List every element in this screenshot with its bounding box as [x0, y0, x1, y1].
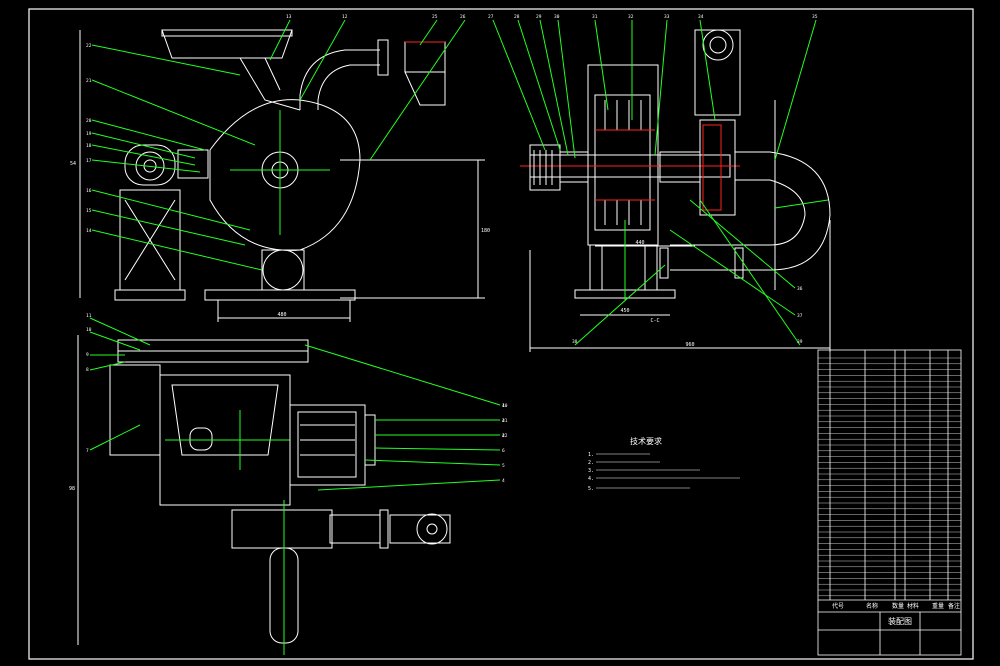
balloon-plan: 10	[86, 327, 92, 333]
balloon-top: 29	[536, 14, 542, 20]
balloon-top: 39	[797, 339, 803, 345]
balloon-plan: 7	[86, 448, 89, 454]
side-section-view	[492, 19, 831, 352]
balloon-top: 34	[698, 14, 704, 20]
svg-text:440: 440	[635, 240, 644, 246]
balloon-top: 28	[514, 14, 520, 20]
balloon-plan: 9	[86, 352, 89, 358]
svg-text:名称: 名称	[866, 602, 878, 610]
note-line: 3.	[588, 468, 594, 474]
svg-text:180: 180	[481, 228, 490, 234]
balloon-top: 38	[572, 339, 578, 345]
balloon-left: 18	[86, 143, 92, 149]
svg-text:C-C: C-C	[650, 318, 659, 324]
technical-notes: 技术要求 1. 2. 3. 4. 5.	[588, 436, 740, 492]
svg-text:98: 98	[69, 486, 75, 492]
balloon-plan: 2	[502, 433, 505, 439]
balloon-top: 35	[812, 14, 818, 20]
balloon-right: 41	[502, 418, 508, 424]
svg-text:备注: 备注	[948, 602, 960, 610]
balloon-left: 17	[86, 158, 92, 164]
balloon-left: 20	[86, 118, 92, 124]
balloon-plan: 4	[502, 478, 505, 484]
svg-text:960: 960	[685, 342, 694, 348]
balloon-left: 16	[86, 188, 92, 194]
drawing-title: 装配图	[888, 616, 912, 626]
svg-text:450: 450	[620, 308, 629, 314]
balloon-left: 21	[86, 78, 92, 84]
balloon-right: 42	[502, 433, 508, 439]
balloon-right: 40	[502, 403, 508, 409]
notes-title: 技术要求	[630, 436, 662, 446]
svg-text:重量: 重量	[932, 602, 944, 610]
balloon-top: 26	[460, 14, 466, 20]
balloon-plan: 5	[502, 463, 505, 469]
balloon-plan: 3	[502, 418, 505, 424]
balloon-plan: 1	[502, 403, 505, 409]
drawing-border	[28, 8, 974, 660]
front-view	[79, 19, 485, 322]
balloon-plan: 6	[502, 448, 505, 454]
balloon-top: 37	[797, 313, 803, 319]
svg-text:数量: 数量	[892, 602, 904, 610]
balloon-top: 31	[592, 14, 598, 20]
balloon-left: 19	[86, 131, 92, 137]
note-line: 2.	[588, 460, 594, 466]
svg-text:54: 54	[70, 161, 76, 167]
title-block	[817, 349, 962, 656]
dimension-labels: 480 54 450 C-C 960 440 180 98	[69, 161, 695, 492]
note-line: 4.	[588, 476, 594, 482]
svg-text:材料: 材料	[907, 602, 919, 610]
balloon-left: 12	[342, 14, 348, 20]
plan-view	[77, 317, 501, 655]
balloon-top: 25	[432, 14, 438, 20]
balloon-left: 14	[86, 228, 92, 234]
balloon-top: 36	[797, 286, 803, 292]
balloon-plan: 11	[86, 313, 92, 319]
title-block-text: 代号 名称 数量 材料 重量 备注 装配图	[832, 602, 960, 626]
balloon-top: 27	[488, 14, 494, 20]
note-line: 5.	[588, 486, 594, 492]
balloon-plan: 8	[86, 367, 89, 373]
balloon-top: 32	[628, 14, 634, 20]
svg-text:480: 480	[277, 312, 286, 318]
balloon-left: 15	[86, 208, 92, 214]
balloon-left: 13	[286, 14, 292, 20]
balloon-top: 33	[664, 14, 670, 20]
svg-text:代号: 代号	[832, 602, 844, 610]
note-line: 1.	[588, 452, 594, 458]
balloon-top: 30	[554, 14, 560, 20]
balloon-left: 22	[86, 43, 92, 49]
